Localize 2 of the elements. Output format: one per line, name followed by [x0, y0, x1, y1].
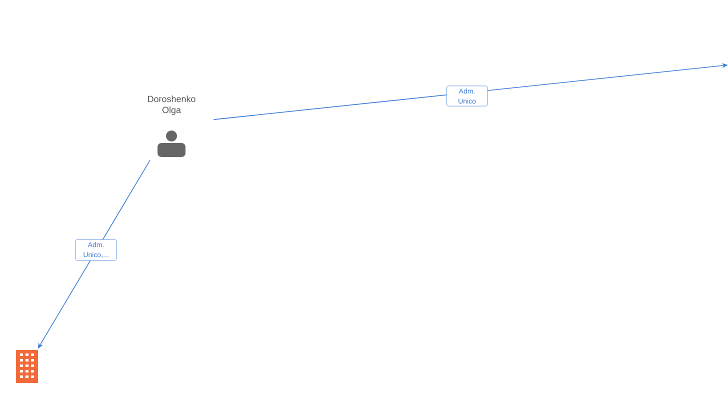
person-label: Doroshenko Olga: [148, 96, 196, 115]
building-icon: [16, 350, 38, 383]
